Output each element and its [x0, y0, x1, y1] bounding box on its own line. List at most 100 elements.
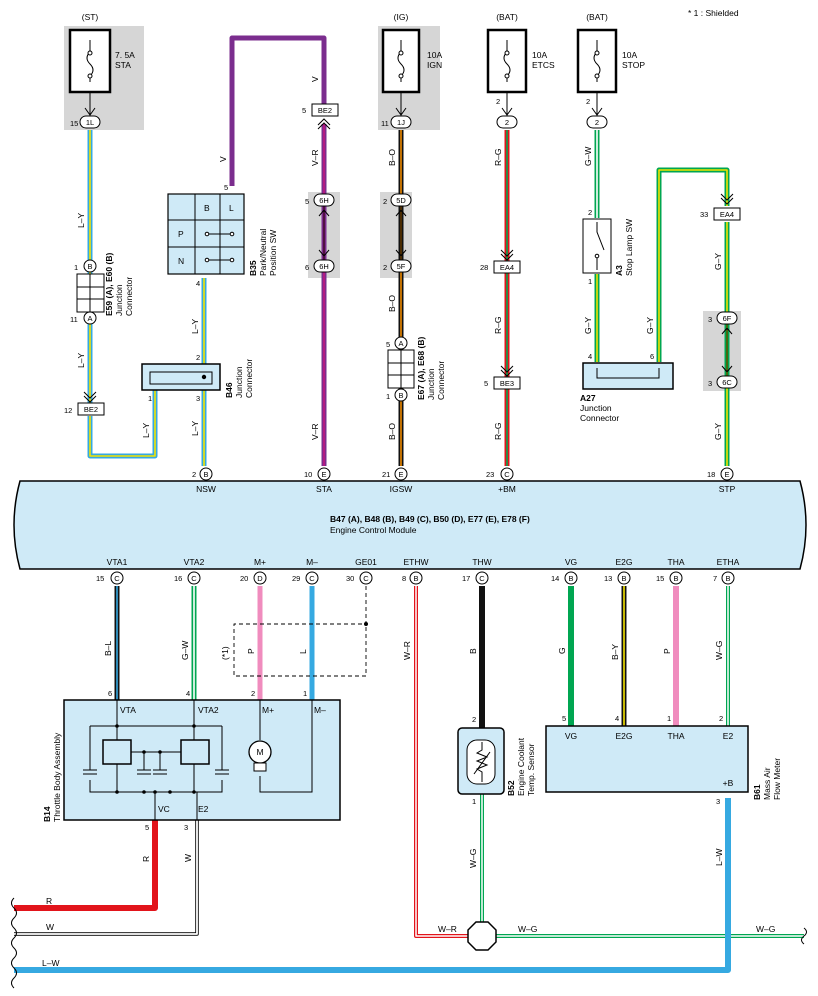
- b35-name2: Position SW: [268, 230, 278, 276]
- b46-name2: Connector: [244, 359, 254, 398]
- ecm-top-label-bm: +BM: [498, 484, 516, 494]
- connector-5d-5f: 2 5D 2 5F: [383, 193, 412, 273]
- fuse-stop-source: (BAT): [586, 12, 608, 22]
- 5f-id: 5F: [397, 262, 406, 271]
- ecm-top-pin-nsw: [199, 467, 213, 481]
- b35-pin-top: 5: [224, 183, 228, 192]
- ecm-bot-pin-vta2-num: 16: [174, 574, 182, 583]
- ecm-body: [13, 480, 807, 570]
- fuse-stop-term-bot: [594, 73, 600, 79]
- wire-w-inner: [14, 820, 198, 935]
- ecm-bottom-pins: 15 C 16 C 20 D 29 C 30 C 8 B 17 C 14 B 1…: [96, 571, 735, 585]
- 6h-top-pin: 5: [305, 197, 309, 206]
- b35-contacts: [207, 233, 232, 261]
- b14-code: B14: [42, 806, 52, 822]
- wire-label-w2: W: [46, 922, 54, 932]
- be2-top-id: BE2: [318, 106, 332, 115]
- 6c-pin: 3: [708, 379, 712, 388]
- ecm-top-pin-sta-num: 10: [304, 470, 312, 479]
- ecm-top-pins: 2 B 10 E 21 E 23 C 18 E: [192, 467, 734, 481]
- fuse-ign-pin: 11: [381, 119, 389, 128]
- ecm-bot-label-vta1: VTA1: [107, 557, 128, 567]
- 6h-bot-id: 6H: [319, 262, 329, 271]
- connector-be2-left: 12 BE2: [64, 391, 105, 416]
- b14-junctions: [115, 724, 196, 794]
- b35-label-p: P: [178, 229, 184, 239]
- fuse-sta-name: STA: [115, 60, 131, 70]
- a3-pin-top: 2: [588, 208, 592, 217]
- connector-6f-6c: 3 6F 3 6C: [708, 311, 738, 389]
- wire-label-vr1: V–R: [310, 149, 320, 166]
- ecm-bot-pin-vta2: [187, 571, 201, 585]
- e59-name1: Junction: [114, 284, 124, 316]
- 6f-pin: 3: [708, 315, 712, 324]
- ecm-bot-pin-vta2-conn: C: [191, 574, 197, 583]
- a3-pin-bot: 1: [588, 277, 592, 286]
- component-b46: 2 1 3 B46 Junction Connector: [141, 353, 254, 403]
- e67-code: E67 (A), E68 (B): [416, 337, 426, 400]
- ecm-top-pin-stp-conn: E: [724, 470, 729, 479]
- b46-dot: [201, 374, 207, 380]
- wire-label-g1: G: [557, 647, 567, 654]
- wire-label-r1: R: [141, 856, 151, 862]
- wire-label-ly4: L–Y: [190, 319, 200, 334]
- wire-label-ly1: L–Y: [76, 213, 86, 228]
- b14-j1: [115, 724, 119, 728]
- fuse-etcs-box: [486, 28, 528, 94]
- shield-ground-dot: [364, 622, 368, 626]
- fuse-etcs-term-bot: [504, 73, 510, 79]
- b35-code: B35: [248, 260, 258, 276]
- b14-label-e2: E2: [198, 804, 209, 814]
- ecm-bot-pin-ge01: [359, 571, 373, 585]
- ecm-bot-label-thw: THW: [472, 557, 491, 567]
- fuse-etcs: (BAT) 10A ETCS 2 2: [486, 12, 555, 129]
- wire-label-bo1: B–O: [387, 149, 397, 166]
- wire-label-ly5: L–Y: [190, 421, 200, 436]
- ecm-bot-pin-vg-conn: B: [568, 574, 573, 583]
- b61-name1: Mass Air: [762, 767, 772, 800]
- wire-label-gy1: G–Y: [583, 317, 593, 334]
- wire-label-by1: B–Y: [610, 644, 620, 660]
- wire-v: [229, 35, 327, 186]
- 6c-box: [716, 375, 738, 389]
- 6h-link: [318, 206, 330, 260]
- b61-name2: Flow Meter: [772, 758, 782, 800]
- b14-label-mp: M+: [262, 705, 274, 715]
- b14-motor-label: M: [256, 747, 263, 757]
- ecm-bot-pin-tha-num: 15: [656, 574, 664, 583]
- b46-pin-c: 3: [196, 394, 200, 403]
- fuse-etcs-pin: 2: [496, 97, 500, 106]
- b46-pin-b: 1: [148, 394, 152, 403]
- ecm-bot-label-mminus: M–: [306, 557, 318, 567]
- b35-dot2: [229, 231, 235, 237]
- ea4-left-arrow: [500, 249, 514, 261]
- fuse-stop-name: STOP: [622, 60, 645, 70]
- ea4-right-pin: 33: [700, 210, 708, 219]
- component-b35: 5 B L P N 4 B35 Park/Neutral Position SW: [167, 183, 278, 288]
- connector-be3: 5 BE3: [484, 365, 521, 390]
- fuse-stop-pin: 2: [586, 97, 590, 106]
- wire-break-symbols: [11, 897, 807, 989]
- ecm-subtitle: Engine Control Module: [330, 525, 417, 535]
- b14-j3: [142, 750, 146, 754]
- ecm-bot-pin-vg: [564, 571, 578, 585]
- fuse-ign-arrow: [395, 107, 407, 116]
- a27-body: [582, 362, 674, 390]
- ecm-bot-pin-e2g-conn: B: [621, 574, 626, 583]
- e59-pin-bot-conn: A: [87, 314, 92, 323]
- ecm-bot-pin-mminus-conn: C: [309, 574, 315, 583]
- component-a3: 2 1 A3 Stop Lamp SW: [582, 208, 634, 286]
- ecm-bot-pin-ge01-num: 30: [346, 574, 354, 583]
- wire-label-gy3: G–Y: [713, 253, 723, 270]
- ea4-right-id: EA4: [720, 210, 734, 219]
- ecm-bot-pin-thw-conn: C: [479, 574, 485, 583]
- fuse-stop: (BAT) 10A STOP 2 2: [576, 12, 645, 129]
- fuse-etcs-source: (BAT): [496, 12, 518, 22]
- b14-pin-mp: 2: [251, 689, 255, 698]
- e59-pin-bot: [83, 311, 97, 325]
- fuse-sta-arrow: [84, 107, 96, 116]
- b61-label-e2: E2: [723, 731, 734, 741]
- component-b52: 2 1 B52 Engine Coolant Temp. Sensor: [457, 715, 536, 806]
- ecm-bot-pin-ethw-conn: B: [413, 574, 418, 583]
- a3-contact: [594, 253, 600, 259]
